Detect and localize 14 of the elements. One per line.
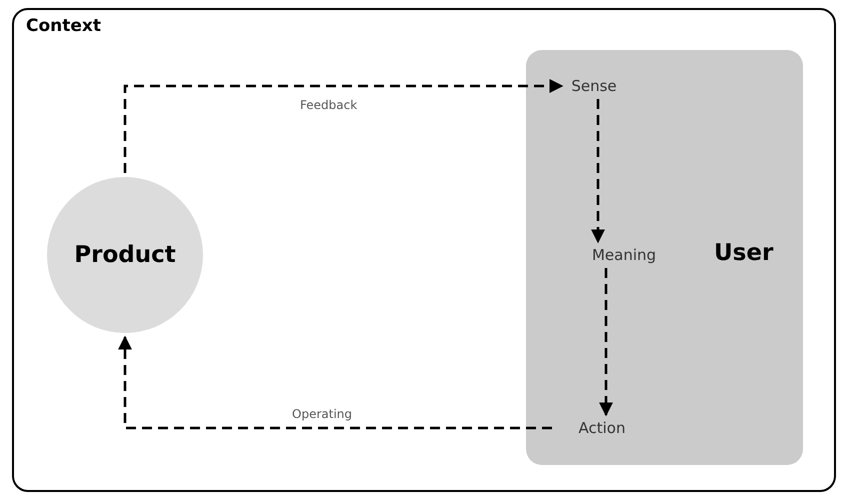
step-label: Meaning [592, 246, 656, 264]
arrow [124, 79, 564, 173]
arrow [591, 99, 605, 244]
product-label: Product [74, 242, 176, 268]
edge-label: Operating [290, 407, 354, 421]
step-label: Action [578, 419, 626, 437]
user-label: User [714, 240, 774, 266]
user-panel [526, 50, 803, 465]
frame-title: Context [26, 16, 102, 36]
edge-label: Feedback [298, 98, 360, 112]
arrow [118, 336, 552, 430]
step-label: Sense [571, 77, 617, 95]
arrow [599, 268, 613, 416]
context-frame [12, 8, 836, 492]
